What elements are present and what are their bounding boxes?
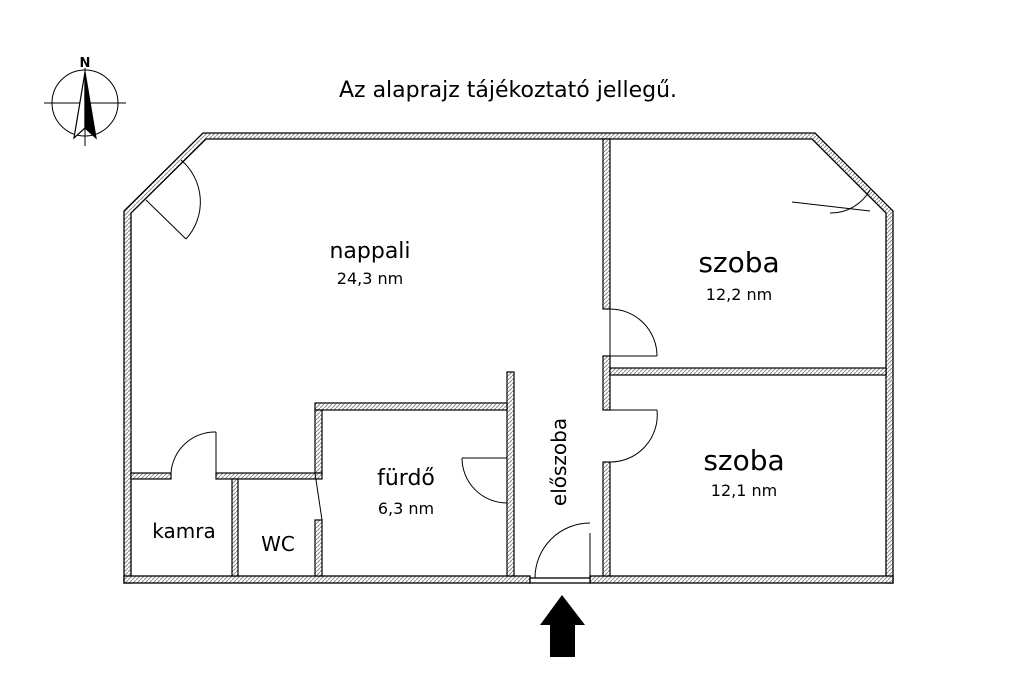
room-name-kamra: kamra [152, 519, 215, 543]
room-area-nappali: 24,3 nm [337, 269, 403, 288]
doors [145, 159, 871, 579]
door-nappali-corner [145, 199, 187, 240]
door-wc [314, 472, 323, 521]
interior-walls [130, 138, 887, 577]
north-label: N [80, 56, 91, 71]
room-name-szoba2: szoba [703, 444, 784, 477]
room-area-furdo: 6,3 nm [378, 499, 434, 518]
room-name-wc: WC [261, 532, 295, 556]
room-area-szoba2: 12,1 nm [711, 481, 777, 500]
exterior-walls [123, 132, 894, 584]
room-name-eloszoba: előszoba [547, 418, 571, 506]
plan-notice: Az alaprajz tájékoztató jellegű. [339, 78, 677, 103]
room-labels: nappali 24,3 nm szoba 12,1 nm 12,2 nm sz… [152, 239, 784, 556]
entrance-arrow-icon [540, 595, 585, 657]
door-szoba1-corner [791, 201, 871, 212]
room-name-szoba1: szoba [698, 246, 779, 279]
room-name-furdo: fürdő [377, 466, 435, 491]
windows [124, 379, 893, 501]
room-name-nappali: nappali [329, 239, 410, 264]
north-arrow-icon: N [44, 56, 126, 146]
room-area-szoba1-visible: 12,2 nm [706, 285, 772, 304]
